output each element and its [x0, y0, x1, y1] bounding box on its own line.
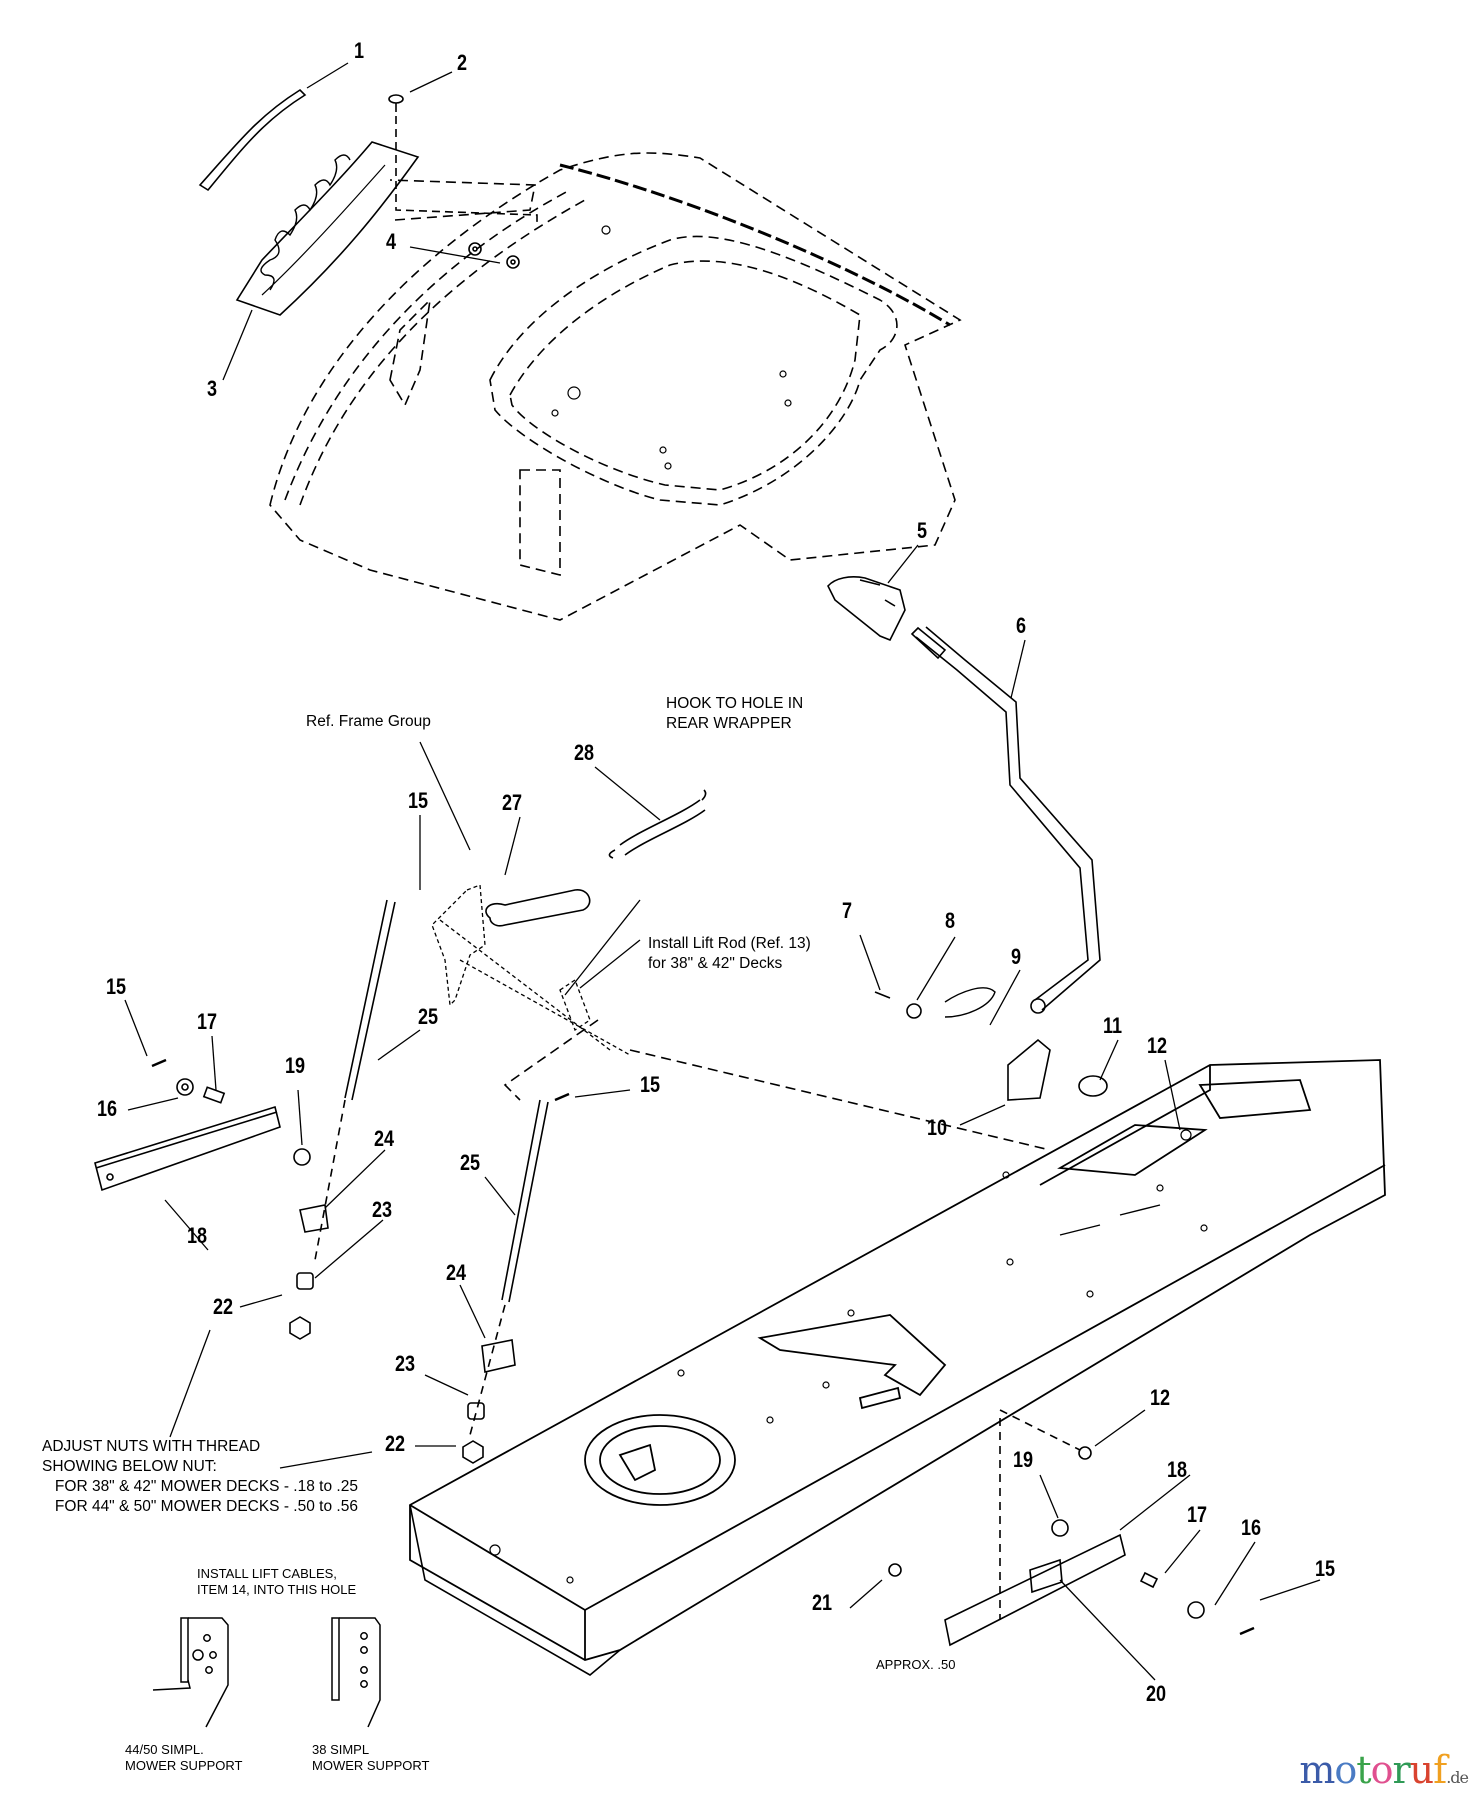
- callout-17-right: 17: [1187, 1502, 1208, 1527]
- note-adjust-nuts: ADJUST NUTS WITH THREAD SHOWING BELOW NU…: [42, 1438, 358, 1515]
- callout-7: 7: [842, 898, 853, 923]
- note-install-lift-cables: INSTALL LIFT CABLES, ITEM 14, INTO THIS …: [197, 1566, 357, 1597]
- label-44-50-mower-support: 44/50 SIMPL. MOWER SUPPORT: [125, 1742, 243, 1773]
- item-4-grommets: [468, 242, 520, 269]
- callout-16-right: 16: [1241, 1515, 1262, 1540]
- label-38-mower-support: 38 SIMPL MOWER SUPPORT: [312, 1742, 430, 1773]
- callout-15-bracket: 15: [408, 788, 429, 813]
- callout-4: 4: [386, 229, 397, 254]
- item-2-pin: [388, 94, 538, 225]
- main-frame: [409, 1059, 1386, 1676]
- item-6-lift-lever: [910, 626, 1101, 1014]
- logo-wordmark: motoruf: [1299, 1748, 1447, 1792]
- callout-24-left: 24: [374, 1126, 395, 1151]
- callout-2: 2: [457, 50, 468, 75]
- item-1-decal-strip: [198, 88, 307, 192]
- callout-10: 10: [927, 1115, 948, 1140]
- frame-holes: [489, 1129, 1208, 1584]
- callout-1: 1: [354, 38, 365, 63]
- callout-17-left: 17: [197, 1009, 218, 1034]
- logo-tld: .de: [1446, 1768, 1469, 1787]
- callout-22-center: 22: [385, 1431, 406, 1456]
- callout-5: 5: [917, 518, 928, 543]
- callout-16-left: 16: [97, 1096, 118, 1121]
- callout-9: 9: [1011, 944, 1022, 969]
- callout-18-left: 18: [187, 1223, 208, 1248]
- fender-phantom: [269, 152, 962, 621]
- fender-holes: [551, 225, 792, 470]
- item-27-link-rod: [485, 889, 591, 927]
- inset-44-50-mower-support: [152, 1617, 229, 1728]
- leader-lines: [124, 62, 1321, 1681]
- callout-25-left: 25: [418, 1004, 439, 1029]
- item-3-seat-plate: [235, 141, 420, 316]
- note-hook-to-hole: HOOK TO HOLE IN REAR WRAPPER: [666, 695, 804, 732]
- fender-bold-edge: [559, 163, 951, 327]
- callout-15-right: 15: [1315, 1556, 1336, 1581]
- callout-18-right: 18: [1167, 1457, 1188, 1482]
- note-install-lift-rod: Install Lift Rod (Ref. 13) for 38" & 42"…: [648, 935, 811, 972]
- item-18-adjuster-bar-left: [94, 1105, 281, 1192]
- linkage-phantom-lines: [503, 1019, 1051, 1151]
- callout-3: 3: [207, 376, 218, 401]
- callout-8: 8: [945, 908, 956, 933]
- logo-letter: r: [1392, 1748, 1410, 1792]
- item-28-spring: [608, 789, 707, 859]
- callout-11: 11: [1103, 1013, 1123, 1038]
- callout-24-center: 24: [446, 1260, 467, 1285]
- note-ref-frame-group: Ref. Frame Group: [306, 713, 431, 730]
- right-hardware-12-15-16-17-19-21: [888, 1409, 1255, 1647]
- ref-frame-bracket: [431, 884, 631, 1056]
- callout-6: 6: [1016, 613, 1027, 638]
- items-7-11-hardware: [874, 987, 1108, 1101]
- callout-25-center: 25: [460, 1150, 481, 1175]
- callout-27: 27: [502, 790, 523, 815]
- callout-28: 28: [574, 740, 595, 765]
- logo-letter: m: [1299, 1748, 1335, 1792]
- callout-21: 21: [812, 1590, 833, 1615]
- callout-15-center: 15: [640, 1072, 661, 1097]
- callout-12-top: 12: [1147, 1033, 1168, 1058]
- callout-20: 20: [1146, 1681, 1167, 1706]
- item-25-lift-rod-center: [469, 1099, 549, 1436]
- callout-23-center: 23: [395, 1351, 416, 1376]
- logo-letter: f: [1433, 1748, 1447, 1792]
- logo-letter: o: [1334, 1748, 1357, 1792]
- callout-15-left: 15: [106, 974, 127, 999]
- motoruf-watermark-logo: motoruf.de: [1299, 1748, 1469, 1792]
- note-approx: APPROX. .50: [876, 1657, 956, 1672]
- item-5-knob: [827, 576, 906, 642]
- item-25-lift-rod-left: [314, 899, 396, 1261]
- logo-letter: t: [1356, 1748, 1371, 1792]
- callout-12-bottom: 12: [1150, 1385, 1171, 1410]
- callout-23-left: 23: [372, 1197, 393, 1222]
- inset-38-mower-support: [331, 1617, 381, 1728]
- callout-19-right: 19: [1013, 1447, 1034, 1472]
- logo-letter: o: [1370, 1748, 1394, 1792]
- logo-letter: u: [1409, 1748, 1435, 1792]
- center-hardware-15-22-23-24: [462, 1092, 570, 1464]
- callout-19-left: 19: [285, 1053, 306, 1078]
- callout-22-left: 22: [213, 1294, 234, 1319]
- left-hardware-15-16-17-19-22-23-24: [151, 1058, 329, 1340]
